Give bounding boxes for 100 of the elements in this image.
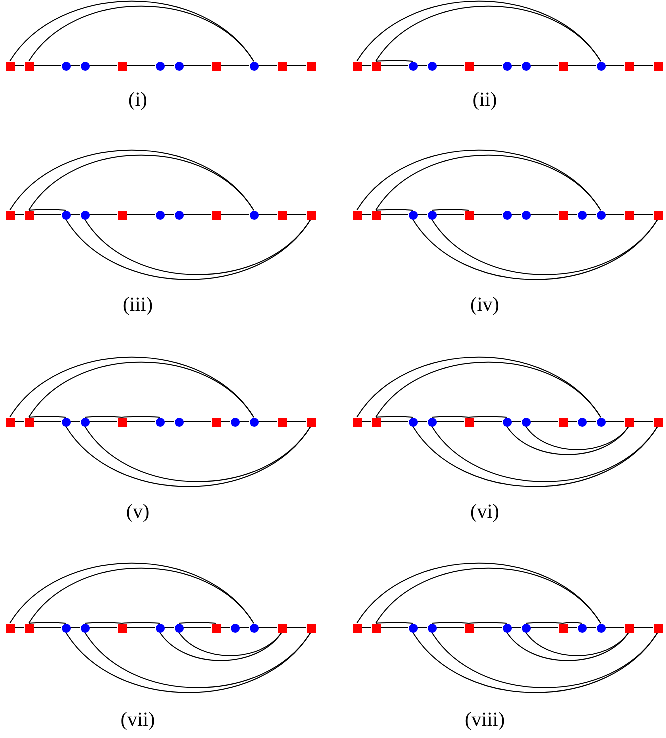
circle-point (502, 624, 512, 632)
circle-point (230, 418, 240, 426)
square-point (278, 418, 286, 426)
square-point (654, 210, 662, 220)
square-point (24, 418, 34, 426)
square-point (654, 624, 662, 632)
panel-caption: (iii) (123, 294, 153, 316)
square-point (654, 418, 662, 426)
circle-point (428, 210, 436, 220)
arc (122, 622, 160, 624)
square-point (558, 624, 568, 632)
square-point (6, 62, 14, 70)
circle-point (156, 62, 164, 70)
circle-point (174, 418, 184, 426)
square-point (24, 62, 34, 70)
line-segment (126, 214, 156, 216)
square-point (372, 418, 380, 426)
circle-point (80, 210, 90, 220)
line-segment (361, 214, 372, 216)
arc (376, 568, 602, 624)
circle-point (80, 62, 90, 70)
panel-caption: (ii) (472, 89, 498, 111)
arc (28, 154, 254, 211)
square-point (558, 418, 568, 426)
circle-point (522, 624, 530, 632)
line-segment (633, 214, 654, 216)
arc (432, 209, 470, 211)
circle-point (174, 62, 184, 70)
square-point (624, 62, 634, 70)
line-segment (164, 214, 175, 216)
arc (28, 416, 66, 418)
panel-caption: (v) (126, 501, 150, 523)
square-point (306, 624, 316, 632)
square-point (464, 624, 474, 632)
square-point (278, 210, 286, 220)
arc (28, 362, 254, 418)
line-segment (258, 214, 278, 216)
square-point (24, 624, 34, 632)
square-point (372, 62, 380, 70)
arc (526, 632, 630, 656)
square-point (624, 418, 634, 426)
circle-point (522, 418, 530, 426)
arc (432, 219, 658, 276)
circle-point (428, 418, 436, 426)
arc (468, 622, 508, 624)
circle-point (156, 210, 164, 220)
circle-point (578, 624, 586, 632)
arc (122, 416, 160, 418)
square-point (212, 418, 220, 426)
circle-point (250, 418, 258, 426)
line-segment (380, 214, 409, 216)
circle-point (250, 210, 258, 220)
arc (526, 426, 630, 450)
arc (178, 632, 282, 656)
circle-point (428, 624, 436, 632)
circle-point (502, 62, 512, 70)
circle-point (408, 62, 418, 70)
circle-point (250, 62, 258, 70)
line-segment (586, 214, 597, 216)
line-segment (220, 214, 250, 216)
panel-caption: (iv) (470, 294, 500, 316)
arc (66, 426, 312, 488)
square-point (464, 62, 474, 70)
circle-point (596, 418, 606, 426)
arc (376, 6, 602, 62)
line-segment (14, 214, 25, 216)
arc (432, 632, 658, 688)
arc (432, 622, 470, 624)
arc (178, 622, 216, 624)
arc (562, 622, 582, 624)
arc (28, 622, 66, 624)
circle-point (578, 210, 586, 220)
square-point (306, 418, 316, 426)
square-point (212, 624, 220, 632)
square-point (6, 418, 14, 426)
square-point (118, 624, 126, 632)
circle-point (596, 62, 606, 70)
circle-point (408, 624, 418, 632)
square-point (306, 62, 316, 70)
panel-caption: (viii) (465, 709, 505, 731)
arc (84, 426, 312, 482)
square-point (372, 624, 380, 632)
line-segment (33, 214, 62, 216)
square-point (306, 210, 316, 220)
arc (376, 362, 602, 418)
square-point (558, 62, 568, 70)
arc (412, 426, 658, 488)
arc (526, 622, 564, 624)
circle-point (62, 624, 70, 632)
square-point (352, 62, 362, 70)
arc (376, 416, 414, 418)
square-point (118, 62, 126, 70)
circle-point (156, 624, 164, 632)
arc (28, 209, 66, 211)
square-point (352, 418, 362, 426)
circle-point (230, 624, 240, 632)
circle-point (156, 418, 164, 426)
circle-point (522, 210, 530, 220)
square-point (654, 62, 662, 70)
line-segment (89, 214, 118, 216)
